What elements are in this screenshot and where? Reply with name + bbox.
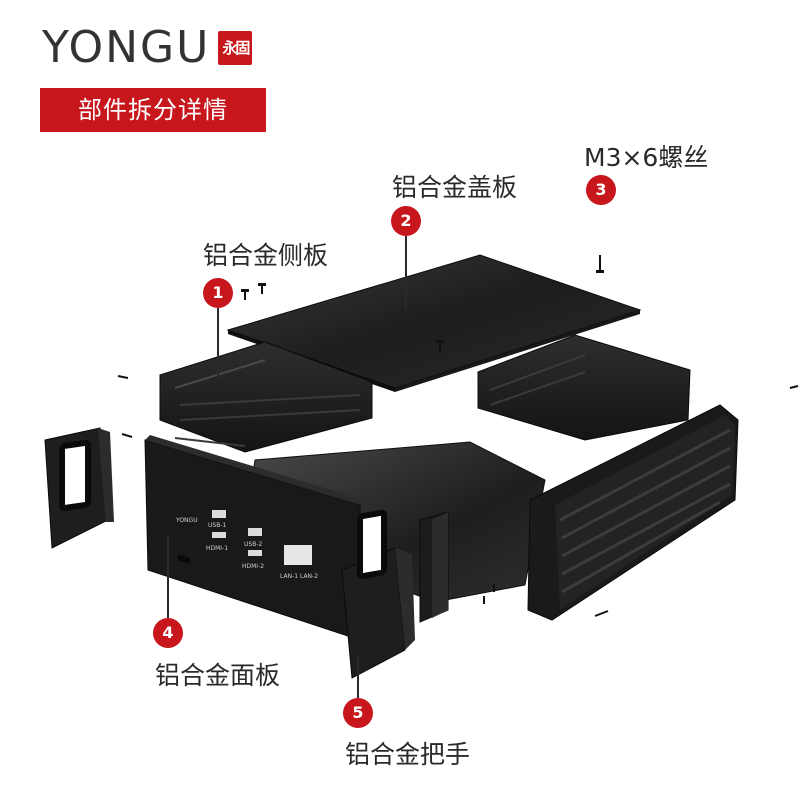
part-label-4: 铝合金面板	[155, 661, 281, 690]
leader-line-5	[357, 655, 359, 698]
port-label-lan: LAN-1 LAN-2	[280, 573, 318, 580]
leader-line-1	[217, 308, 219, 380]
screw-icon	[594, 610, 609, 617]
hdmi-2-port	[248, 550, 262, 556]
brand-header: YONGU 永固	[42, 22, 253, 73]
part-label-2: 铝合金盖板	[392, 173, 518, 202]
port-label-usb2: USB-2	[244, 541, 262, 548]
brand-seal-logo: 永固	[218, 31, 253, 65]
front-panel-logo: YONGU	[175, 517, 198, 524]
front-handle	[341, 509, 415, 679]
part-label-3: M3×6螺丝	[584, 143, 709, 172]
part-badge-4: 4	[153, 618, 183, 648]
port-label-hdmi1: HDMI-1	[206, 545, 228, 552]
screw-icon	[117, 375, 129, 379]
part-badge-1: 1	[203, 278, 233, 308]
port-label-usb1: USB-1	[208, 522, 226, 529]
section-banner: 部件拆分详情	[40, 88, 266, 132]
part-label-1: 铝合金侧板	[203, 241, 329, 270]
part-badge-2: 2	[391, 206, 421, 236]
brand-name: YONGU	[42, 22, 211, 73]
usb-2-port	[248, 528, 262, 536]
mounting-bracket	[419, 511, 449, 623]
leader-line-2	[405, 236, 407, 310]
screw-icon	[789, 385, 799, 389]
screw-icon	[596, 255, 604, 273]
front-panel: YONGU USB-1 HDMI-1 USB-2 HDMI-2 LAN-1 LA…	[144, 435, 365, 641]
screw-icon	[436, 340, 444, 352]
screw-icon	[258, 283, 266, 294]
screws	[117, 255, 799, 617]
hdmi-1-port	[212, 532, 226, 538]
port-label-hdmi2: HDMI-2	[242, 563, 264, 570]
rear-side-rail	[159, 341, 373, 453]
right-side-panel	[527, 404, 739, 621]
left-handle	[44, 427, 114, 549]
part-badge-3: 3	[586, 175, 616, 205]
part-badge-5: 5	[343, 698, 373, 728]
usb-1-port	[212, 510, 226, 518]
screw-icon	[241, 289, 249, 300]
screw-icon	[121, 433, 133, 438]
leader-line-4	[167, 535, 169, 618]
rear-right-rail	[477, 334, 691, 441]
part-label-5: 铝合金把手	[345, 740, 471, 769]
lan-ports	[284, 545, 312, 565]
